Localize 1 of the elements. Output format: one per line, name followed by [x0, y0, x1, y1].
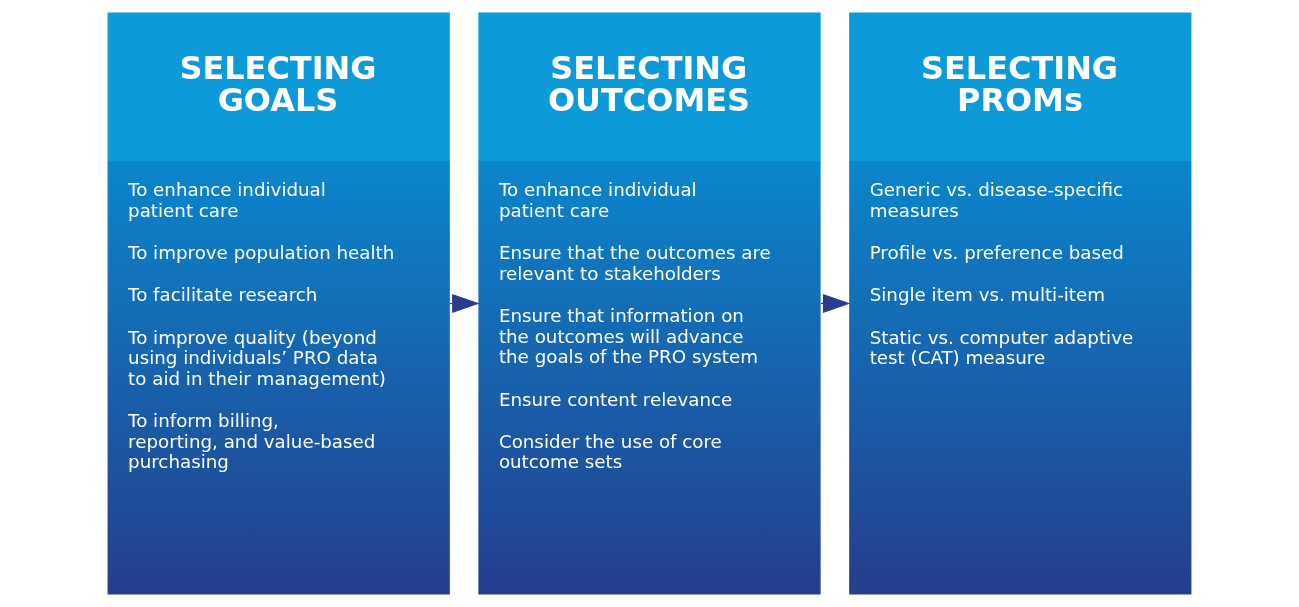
arrow [452, 293, 480, 314]
